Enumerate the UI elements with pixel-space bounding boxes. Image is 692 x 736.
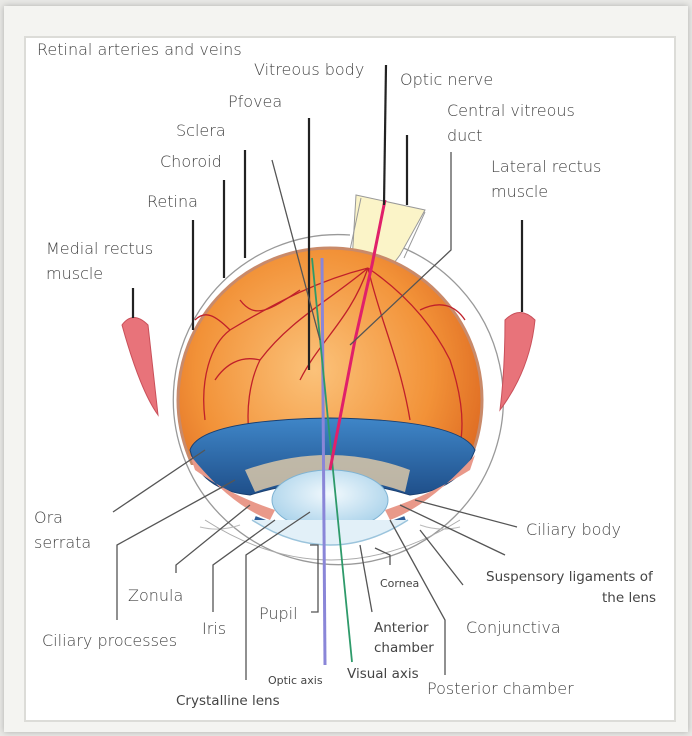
label-ciliary-processes: Ciliary processes (42, 631, 177, 650)
optic-axis-line (320, 257, 327, 666)
retinal-vessels (194, 267, 466, 446)
label-pupil: Pupil (259, 604, 298, 623)
leader-ciliary-body (414, 499, 518, 528)
label-pfovea: Pfovea (228, 92, 282, 111)
label-posterior-chamber: Posterior chamber (427, 679, 574, 698)
label-choroid: Choroid (160, 152, 222, 171)
leader-ora-serrata (112, 449, 206, 513)
label-central-vitreous-1: Central vitreous (447, 101, 575, 120)
central-vitreous-duct (328, 199, 387, 471)
label-medial-rectus-2: muscle (46, 264, 103, 283)
label-suspensory-2: the lens (602, 590, 656, 606)
leader-anterior-chamber (359, 544, 373, 613)
ciliary-body (190, 455, 475, 520)
label-anterior-2: chamber (374, 640, 434, 656)
label-ora-serrata-2: serrata (34, 533, 91, 552)
label-central-vitreous-2: duct (447, 126, 482, 145)
leader-suspensory (399, 504, 506, 556)
label-visual-axis: Visual axis (347, 666, 419, 682)
label-optic-nerve: Optic nerve (400, 70, 493, 89)
label-zonula: Zonula (128, 586, 183, 605)
leader-central-duct (349, 152, 452, 346)
label-cornea: Cornea (380, 577, 419, 590)
optic-nerve-sheath (349, 197, 426, 259)
cornea (251, 519, 409, 546)
medial-rectus-muscle (121, 317, 159, 417)
label-iris: Iris (202, 619, 226, 638)
leader-pupil (310, 544, 319, 613)
leader-iris (212, 519, 276, 612)
eyeball-globe (176, 246, 484, 465)
label-optic-axis: Optic axis (268, 674, 323, 687)
conjunctiva (204, 519, 461, 561)
leader-posterior-chamber (389, 519, 446, 675)
label-ora-serrata-1: Ora (34, 508, 63, 527)
leader-pfovea (271, 159, 321, 341)
leader-optic-nerve-top (382, 64, 388, 206)
leader-cornea (374, 547, 391, 565)
label-conjunctiva: Conjunctiva (466, 618, 561, 637)
label-ciliary-body: Ciliary body (526, 520, 621, 539)
label-medial-rectus-1: Medial rectus (46, 239, 153, 258)
leader-conjunctiva (419, 529, 464, 586)
label-vitreous-body: Vitreous body (254, 60, 364, 79)
label-suspensory-1: Suspensory ligaments of (486, 569, 654, 585)
label-lateral-rectus-1: Lateral rectus (491, 157, 601, 176)
leader-crystalline-lens (245, 511, 311, 680)
label-retinal-arteries: Retinal arteries and veins (37, 40, 242, 59)
lateral-rectus-muscle (499, 312, 536, 412)
leader-ciliary-processes (116, 479, 236, 620)
label-anterior-1: Anterior (374, 620, 429, 636)
label-crystalline-lens: Crystalline lens (176, 693, 280, 709)
label-lateral-rectus-2: muscle (491, 182, 548, 201)
label-sclera: Sclera (176, 121, 226, 140)
label-retina: Retina (147, 192, 198, 211)
leader-zonula (175, 504, 251, 573)
